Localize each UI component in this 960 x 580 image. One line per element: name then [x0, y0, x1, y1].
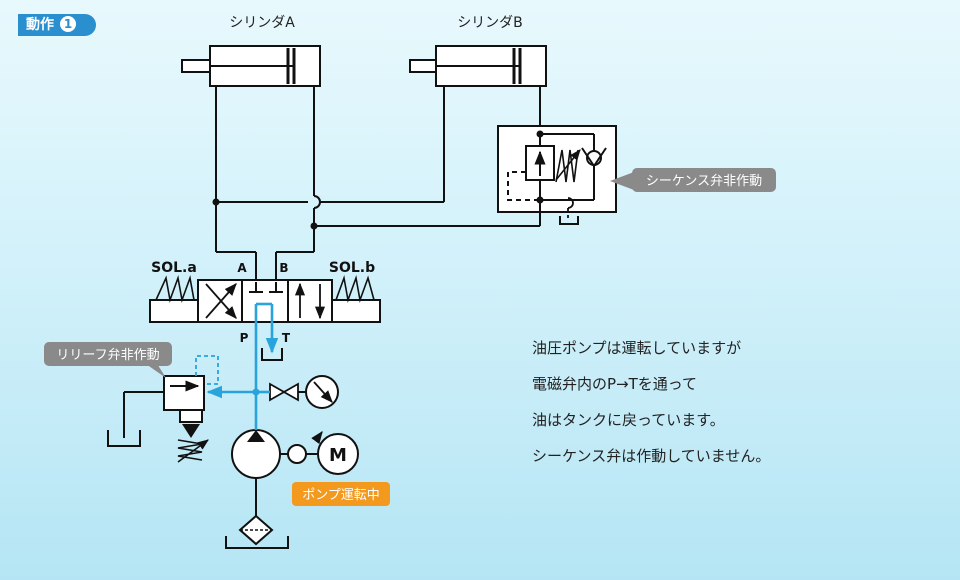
relief-badge-text: リリーフ弁非作動	[56, 348, 159, 363]
relief-pilot-line	[195, 355, 219, 385]
sol-b-label: SOL.b	[329, 260, 375, 276]
tank-symbol	[261, 348, 283, 361]
pump-badge-text: ポンプ運転中	[302, 488, 380, 503]
pipes	[215, 86, 541, 282]
step-number: 1	[60, 16, 76, 32]
flow-path	[206, 302, 279, 430]
port-t-label: T	[282, 331, 291, 345]
description-text: 油圧ポンプは運転していますが 電磁弁内のP→Tを通って 油はタンクに戻っています…	[532, 330, 932, 474]
gauge-branch	[269, 375, 339, 409]
cylinder-a	[181, 45, 321, 87]
flow-junction	[252, 388, 260, 396]
sequence-badge: シーケンス弁非作動	[610, 168, 776, 192]
relief-valve	[107, 375, 209, 463]
sequence-badge-text: シーケンス弁非作動	[646, 174, 762, 189]
port-a-label: A	[237, 261, 247, 275]
step-label: 動作	[26, 17, 54, 33]
pump-badge: ポンプ運転中	[292, 482, 390, 506]
port-p-label: P	[240, 331, 249, 345]
relief-badge: リリーフ弁非作動	[44, 342, 172, 378]
junction-dot	[212, 198, 220, 206]
motor-label: M	[329, 445, 347, 466]
description-line: 電磁弁内のP→Tを通って	[532, 375, 698, 393]
cylinder-a-label: シリンダA	[229, 15, 295, 31]
description-line: 油圧ポンプは運転していますが	[532, 339, 742, 357]
description-line: 油はタンクに戻っています。	[532, 411, 725, 429]
port-b-label: B	[279, 261, 288, 275]
description-line: シーケンス弁は作動していません。	[532, 447, 771, 465]
step-badge: 動作 1	[18, 14, 96, 36]
cylinder-b-label: シリンダB	[457, 15, 523, 31]
solenoid-valve	[149, 274, 381, 323]
sol-a-label: SOL.a	[151, 260, 197, 276]
cylinder-b	[409, 45, 547, 87]
sequence-valve	[497, 125, 617, 226]
junction-dot	[310, 222, 318, 230]
